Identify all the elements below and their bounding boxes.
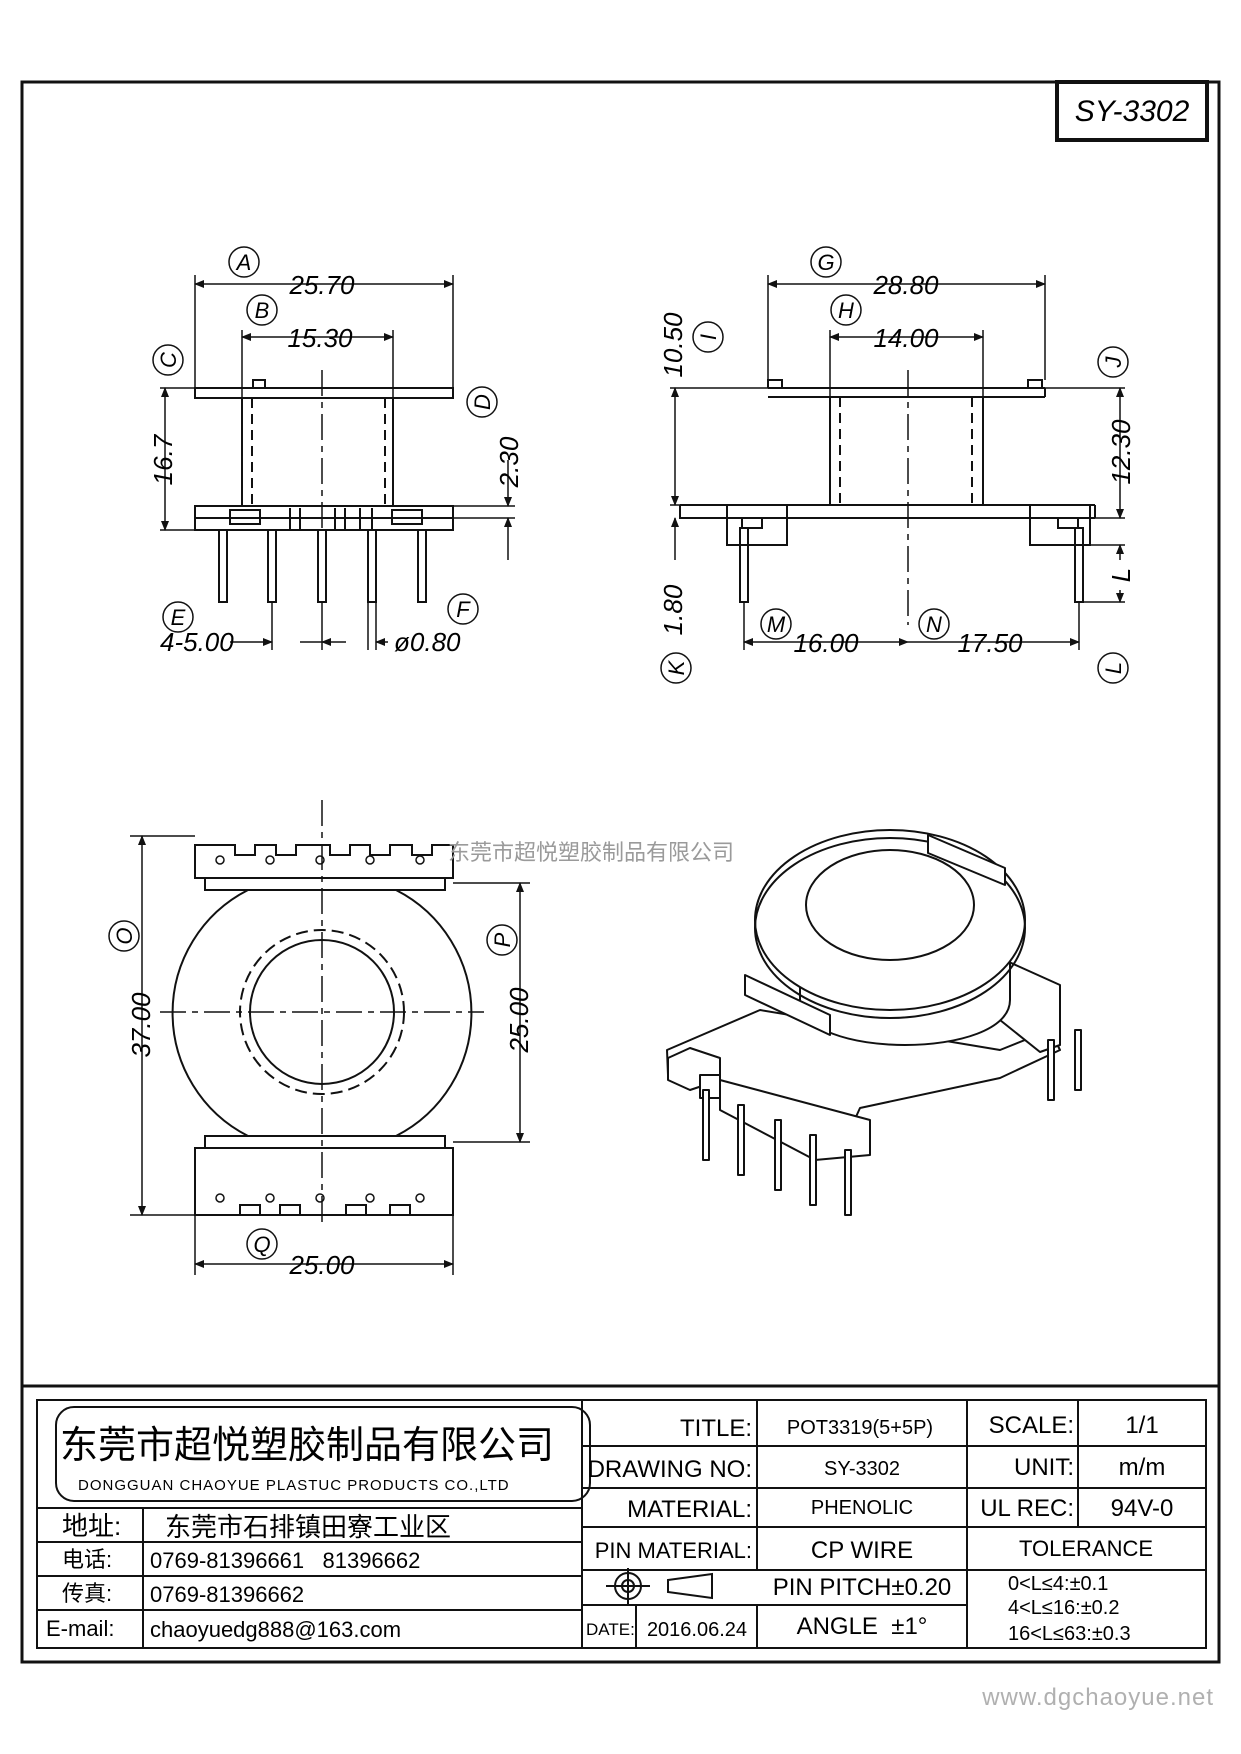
angle: ANGLE ±1° bbox=[797, 1613, 928, 1640]
unit-label: UNIT: bbox=[1014, 1454, 1074, 1481]
drawing-code-box bbox=[1055, 80, 1209, 142]
address-label: 地址: bbox=[62, 1511, 121, 1541]
dim-b: 15.30 bbox=[287, 323, 353, 353]
title-block-lines bbox=[22, 1384, 1219, 1649]
label-e: E bbox=[171, 605, 186, 630]
tolerance-row-3: 16<L≤63:±0.3 bbox=[1008, 1623, 1131, 1645]
label-m: M bbox=[767, 612, 786, 637]
dim-n: 17.50 bbox=[957, 628, 1023, 658]
label-o: O bbox=[112, 927, 137, 944]
side-view-dims bbox=[670, 275, 1125, 650]
label-f: F bbox=[456, 597, 471, 622]
dim-l: L bbox=[1106, 568, 1136, 582]
front-view-labels bbox=[152, 246, 498, 633]
date-label: DATE: bbox=[586, 1620, 635, 1639]
dim-h: 14.00 bbox=[873, 323, 939, 353]
label-h: H bbox=[838, 298, 854, 323]
title-value: POT3319(5+5P) bbox=[787, 1417, 933, 1439]
label-j: J bbox=[1101, 356, 1126, 369]
fax-label: 传真: bbox=[62, 1581, 112, 1606]
ul-rec-value: 94V-0 bbox=[1111, 1495, 1174, 1522]
dim-i: 10.50 bbox=[658, 312, 688, 378]
website: www.dgchaoyue.net bbox=[981, 1684, 1214, 1711]
ul-rec-label: UL REC: bbox=[980, 1495, 1074, 1522]
label-k: K bbox=[664, 659, 689, 675]
drawing-no-value: SY-3302 bbox=[824, 1458, 900, 1480]
label-l: L bbox=[1101, 662, 1126, 674]
dim-d: 2.30 bbox=[494, 436, 524, 488]
tolerance-label: TOLERANCE bbox=[1019, 1536, 1153, 1561]
title-label: TITLE: bbox=[680, 1415, 752, 1442]
dim-p: 25.00 bbox=[504, 987, 534, 1054]
label-i: I bbox=[696, 334, 721, 340]
dim-q: 25.00 bbox=[288, 1250, 355, 1280]
dim-f: ø0.80 bbox=[394, 627, 461, 657]
dim-k: 1.80 bbox=[658, 584, 688, 635]
scale-label: SCALE: bbox=[989, 1412, 1074, 1439]
material-label: MATERIAL: bbox=[627, 1496, 752, 1523]
tolerance-row-1: 0<L≤4:±0.1 bbox=[1008, 1573, 1108, 1595]
dim-j: 12.30 bbox=[1106, 419, 1136, 485]
pin-pitch: PIN PITCH±0.20 bbox=[773, 1574, 952, 1601]
label-q: Q bbox=[253, 1232, 270, 1257]
scale-value: 1/1 bbox=[1125, 1412, 1158, 1439]
label-c: C bbox=[156, 352, 181, 368]
email-value: chaoyuedg888@163.com bbox=[150, 1617, 401, 1642]
outer-frame bbox=[20, 80, 1221, 1664]
top-view-dims bbox=[108, 835, 530, 1275]
company-name-cn: 东莞市超悦塑胶制品有限公司 bbox=[60, 1425, 554, 1467]
label-d: D bbox=[470, 394, 495, 410]
tolerance-row-2: 4<L≤16:±0.2 bbox=[1008, 1597, 1119, 1619]
front-view bbox=[194, 370, 454, 603]
dim-g: 28.80 bbox=[872, 270, 939, 300]
fax-value: 0769-81396662 bbox=[150, 1582, 304, 1607]
label-g: G bbox=[817, 250, 834, 275]
unit-value: m/m bbox=[1119, 1454, 1166, 1481]
dim-a: 25.70 bbox=[288, 270, 355, 300]
front-view-dims bbox=[160, 275, 515, 650]
top-view bbox=[160, 800, 484, 1228]
label-p: P bbox=[490, 932, 515, 947]
pin-material-label: PIN MATERIAL: bbox=[595, 1538, 752, 1563]
material-value: PHENOLIC bbox=[811, 1497, 913, 1519]
side-view-labels bbox=[660, 246, 1129, 684]
dim-height: 16.7 bbox=[148, 433, 178, 485]
email-label: E-mail: bbox=[46, 1616, 114, 1641]
dim-o: 37.00 bbox=[126, 992, 156, 1058]
phone-label: 电话: bbox=[62, 1547, 112, 1572]
pin-material-value: CP WIRE bbox=[811, 1537, 913, 1564]
drawing-code: SY-3302 bbox=[1075, 95, 1190, 128]
date-value: 2016.06.24 bbox=[647, 1619, 747, 1641]
dim-m: 16.00 bbox=[793, 628, 859, 658]
label-a: A bbox=[235, 250, 252, 275]
isometric-view bbox=[666, 829, 1082, 1216]
dim-e: 4-5.00 bbox=[160, 627, 234, 657]
side-view bbox=[679, 370, 1096, 625]
label-b: B bbox=[255, 298, 270, 323]
company-name-en: DONGGUAN CHAOYUE PLASTUC PRODUCTS CO.,LT… bbox=[78, 1477, 510, 1494]
label-n: N bbox=[926, 612, 942, 637]
watermark-company: 东莞市超悦塑胶制品有限公司 bbox=[448, 840, 734, 865]
phone-value: 0769-81396661 81396662 bbox=[150, 1548, 420, 1573]
drawing-no-label: DRAWING NO: bbox=[588, 1456, 752, 1483]
address-value: 东莞市石排镇田寮工业区 bbox=[165, 1512, 451, 1542]
